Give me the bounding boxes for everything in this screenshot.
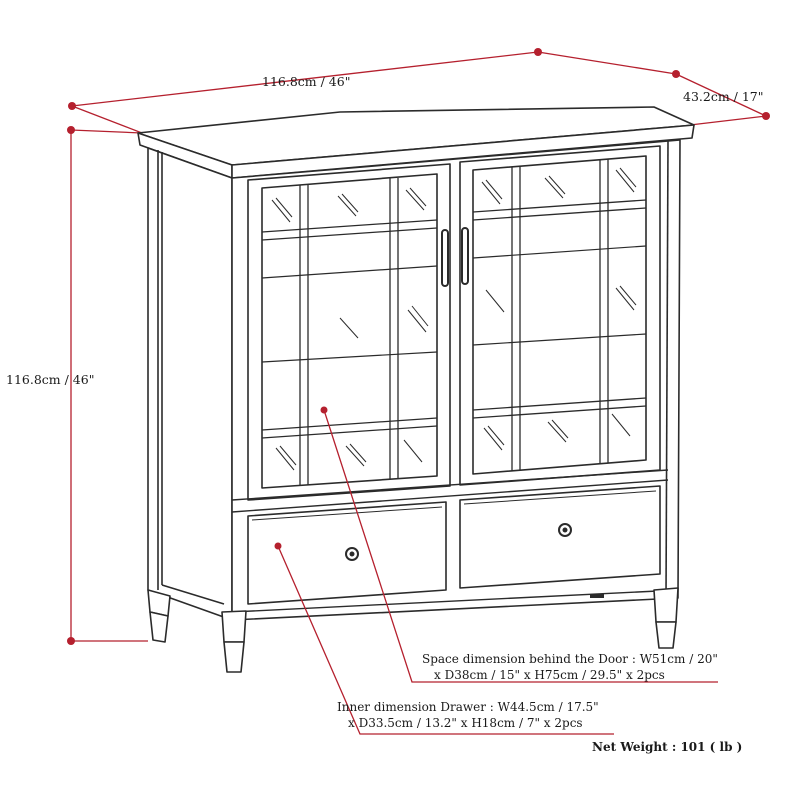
- left-door-glass: [261, 173, 438, 489]
- width-extension-left: [71, 105, 143, 134]
- width-extension-right: [537, 51, 677, 75]
- right-door-glass: [472, 155, 647, 475]
- front-left-leg: [221, 610, 247, 643]
- depth-dimension-line: [675, 73, 767, 117]
- width-label: 116.8cm / 46": [262, 74, 350, 89]
- right-drawer: [459, 485, 661, 589]
- glass-glare: [271, 167, 637, 471]
- net-weight-label: Net Weight : 101 ( lb ): [592, 740, 742, 754]
- depth-label: 43.2cm / 17": [683, 89, 764, 104]
- front-right-leg: [653, 587, 679, 623]
- right-door-handle: [461, 227, 469, 285]
- interior-shelves: [261, 245, 647, 363]
- cabinet-side-panel: [147, 147, 233, 621]
- drawer-note-line2: x D33.5cm / 13.2" x H18cm / 7" x 2pcs: [348, 716, 583, 730]
- drawer-leader: [277, 545, 614, 735]
- depth-extension: [689, 115, 767, 126]
- dimension-lines: [70, 51, 767, 642]
- drawer-note-line1: Inner dimension Drawer : W44.5cm / 17.5": [337, 700, 599, 714]
- left-door-handle: [441, 229, 449, 287]
- left-door-muntins: [261, 178, 438, 485]
- cabinet: [137, 106, 695, 673]
- width-dimension-line: [71, 51, 539, 107]
- door-space-leader: [323, 409, 718, 683]
- right-door-muntins: [472, 159, 647, 471]
- dimension-dots: [67, 48, 770, 645]
- height-extension-top: [70, 129, 143, 134]
- height-label: 116.8cm / 46": [6, 372, 94, 387]
- callout-leaders: [277, 409, 718, 735]
- cabinet-top-front-edge: [231, 124, 695, 179]
- door-space-note-line2: x D38cm / 15" x H75cm / 29.5" x 2pcs: [434, 668, 665, 682]
- door-space-note-line1: Space dimension behind the Door : W51cm …: [422, 652, 718, 666]
